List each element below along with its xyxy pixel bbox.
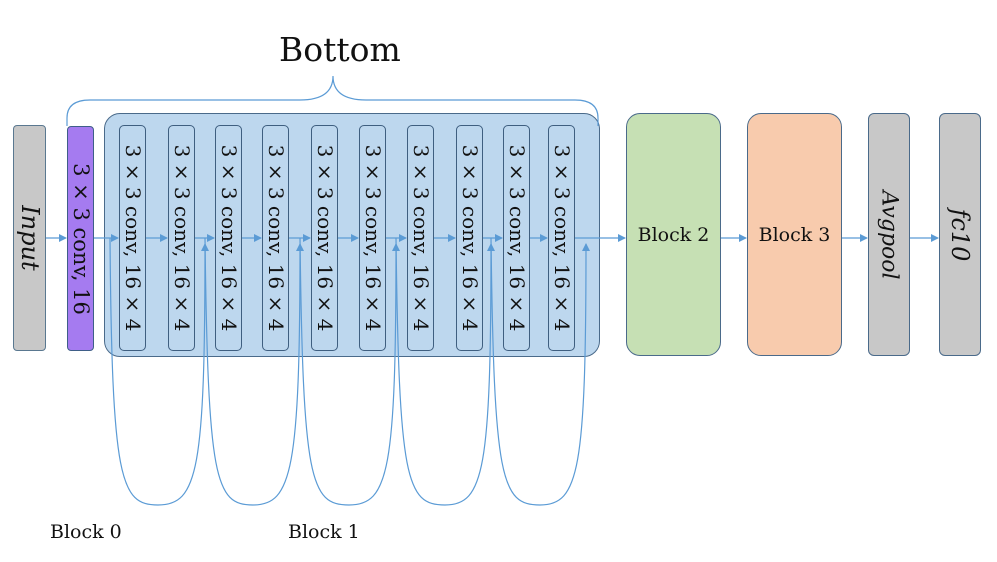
conv-layer-label: 3 × 3 conv, 16 × 4 (457, 144, 482, 332)
conv-layer: 3 × 3 conv, 16 × 4 (456, 125, 483, 351)
block2-node: Block 2 (626, 113, 721, 356)
conv-layer-label: 3 × 3 conv, 16 × 4 (408, 144, 433, 332)
block0-caption: Block 0 (50, 521, 122, 543)
conv-layer: 3 × 3 conv, 16 × 4 (215, 125, 242, 351)
conv-layer: 3 × 3 conv, 16 × 4 (168, 125, 195, 351)
conv-layer-label: 3 × 3 conv, 16 × 4 (216, 144, 241, 332)
conv-layer-label: 3 × 3 conv, 16 × 4 (360, 144, 385, 332)
first-conv-node: 3 × 3 conv, 16 (67, 126, 94, 351)
conv-layer: 3 × 3 conv, 16 × 4 (548, 125, 575, 351)
block1-caption: Block 1 (288, 521, 360, 543)
conv-layer: 3 × 3 conv, 16 × 4 (407, 125, 434, 351)
diagram-title: Bottom (279, 30, 401, 69)
avgpool-label: Avgpool (876, 189, 902, 280)
block3-label: Block 3 (758, 223, 831, 246)
conv-layer: 3 × 3 conv, 16 × 4 (311, 125, 338, 351)
conv-layer-label: 3 × 3 conv, 16 × 4 (312, 144, 337, 332)
conv-layer: 3 × 3 conv, 16 × 4 (359, 125, 386, 351)
input-label: Input (15, 205, 44, 271)
conv-layer-label: 3 × 3 conv, 16 × 4 (504, 144, 529, 332)
first-conv-label: 3 × 3 conv, 16 (68, 162, 93, 315)
avgpool-node: Avgpool (868, 113, 910, 356)
conv-layer: 3 × 3 conv, 16 × 4 (503, 125, 530, 351)
fc10-label: fc10 (946, 208, 974, 261)
block2-label: Block 2 (637, 223, 710, 246)
conv-layer: 3 × 3 conv, 16 × 4 (262, 125, 289, 351)
conv-layer-label: 3 × 3 conv, 16 × 4 (169, 144, 194, 332)
conv-layer-label: 3 × 3 conv, 16 × 4 (263, 144, 288, 332)
conv-layer: 3 × 3 conv, 16 × 4 (119, 125, 146, 351)
conv-layer-label: 3 × 3 conv, 16 × 4 (549, 144, 574, 332)
input-node: Input (13, 125, 46, 351)
conv-layer-label: 3 × 3 conv, 16 × 4 (120, 144, 145, 332)
fc10-node: fc10 (939, 113, 981, 356)
block3-node: Block 3 (747, 113, 842, 356)
